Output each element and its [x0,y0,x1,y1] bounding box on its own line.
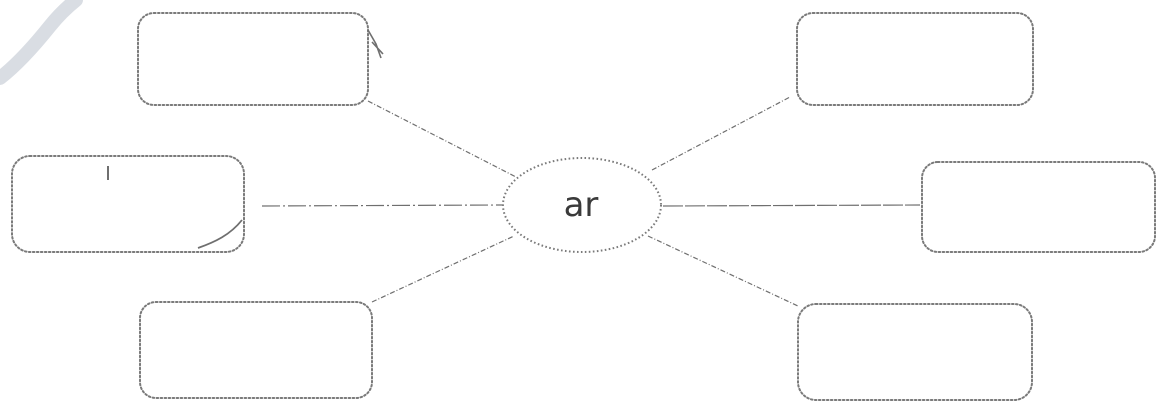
corner-curl-middle-left [197,219,243,249]
answer-box-middle-right[interactable] [921,161,1156,253]
answer-box-top-right[interactable] [796,12,1034,106]
answer-box-bottom-right[interactable] [797,303,1033,401]
answer-box-bottom-left[interactable] [139,301,373,399]
pencil-mark-top-left [367,29,384,59]
connector-middle-left [261,204,504,207]
answer-box-middle-left[interactable] [11,155,245,253]
watermark-stroke [0,0,83,85]
answer-boxes [11,12,1156,401]
center-oval [502,157,662,253]
connector-top-right [651,96,791,171]
connector-bottom-left [371,235,515,303]
connector-top-left [367,100,517,178]
center-node: ar [502,157,662,253]
answer-box-top-left[interactable] [137,12,369,106]
connector-lines [261,96,921,307]
connector-middle-right [662,204,921,207]
center-label: ar [564,185,599,225]
scan-artifacts [107,29,384,249]
connector-bottom-right [647,235,799,307]
